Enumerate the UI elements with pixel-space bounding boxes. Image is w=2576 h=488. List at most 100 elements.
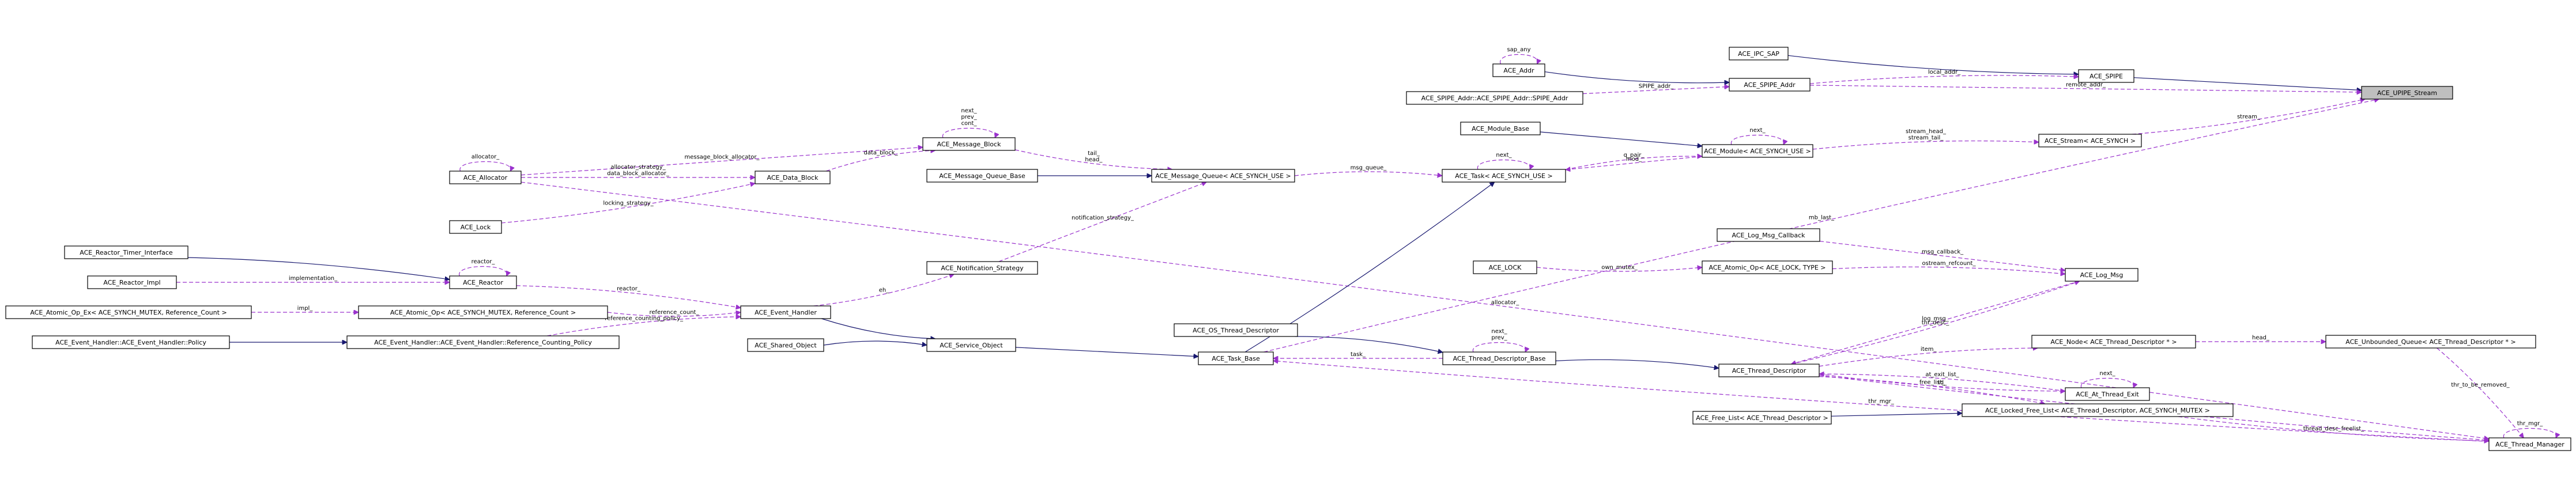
- node-box-allocator: [449, 171, 522, 184]
- node-upipe[interactable]: ACE_UPIPE_Stream: [2361, 86, 2453, 100]
- node-modulebase[interactable]: ACE_Module_Base: [1460, 122, 1541, 135]
- edge-task-to-task: [1477, 159, 1530, 170]
- edge-taskbase-to-upipe: [1264, 99, 2379, 353]
- edge-threaddesc-to-lockedfl: [1819, 376, 2045, 404]
- node-datablock[interactable]: ACE_Data_Block: [755, 171, 831, 184]
- edge-label-notif-to-msgqueue: notification_strategy_: [1072, 215, 1134, 221]
- node-addr[interactable]: ACE_Addr: [1492, 63, 1545, 77]
- edge-timerif-to-reactor: [187, 257, 450, 279]
- node-label-lock: ACE_Lock: [461, 224, 491, 231]
- node-label-lockedfl: ACE_Locked_Free_List< ACE_Thread_Descrip…: [1985, 407, 2210, 414]
- edge-layer: mb_last_local_addr_remote_addr_sap_anySP…: [176, 47, 2556, 441]
- edge-task-to-module: [1565, 156, 1702, 171]
- edge-label-module-to-module: next_: [1749, 127, 1766, 134]
- node-mqbase[interactable]: ACE_Message_Queue_Base: [926, 169, 1038, 183]
- node-label-spipe: ACE_SPIPE: [2090, 73, 2123, 80]
- edge-allocator-to-allocator: [459, 161, 511, 172]
- node-osthread[interactable]: ACE_OS_Thread_Descriptor: [1174, 323, 1298, 337]
- node-label-unbounded: ACE_Unbounded_Queue< ACE_Thread_Descript…: [2345, 338, 2516, 346]
- node-box-unbounded: [2325, 335, 2536, 349]
- node-reactorimpl[interactable]: ACE_Reactor_Impl: [87, 275, 177, 289]
- node-box-spipeaddrfn: [1406, 91, 1583, 105]
- node-atomicop[interactable]: ACE_Atomic_Op< ACE_SYNCH_MUTEX, Referenc…: [358, 305, 608, 319]
- edge-datablock-to-msgblock: [825, 150, 936, 172]
- node-label-atomicex: ACE_Atomic_Op_Ex< ACE_SYNCH_MUTEX, Refer…: [30, 309, 227, 316]
- node-box-module: [1702, 144, 1813, 158]
- node-evhandler[interactable]: ACE_Event_Handler: [740, 305, 831, 319]
- edge-serviceobj-to-taskbase: [1015, 347, 1198, 357]
- node-atexit[interactable]: ACE_At_Thread_Exit: [2065, 387, 2150, 401]
- node-timerif[interactable]: ACE_Reactor_Timer_Interface: [64, 245, 188, 259]
- node-label-acelock: ACE_LOCK: [1489, 264, 1522, 271]
- edge-modulebase-to-module: [1540, 131, 1702, 146]
- node-module[interactable]: ACE_Module< ACE_SYNCH_USE >: [1702, 144, 1813, 158]
- node-refpolicy[interactable]: ACE_Event_Handler::ACE_Event_Handler::Re…: [346, 335, 620, 349]
- edge-label-datablock-to-msgblock: data_block_: [863, 150, 898, 156]
- node-notif[interactable]: ACE_Notification_Strategy: [926, 261, 1038, 275]
- node-reactor[interactable]: ACE_Reactor: [449, 275, 517, 289]
- node-acelock[interactable]: ACE_LOCK: [1473, 260, 1537, 274]
- edge-lock-to-datablock: [501, 183, 755, 224]
- edge-label-spipeaddrfn-to-spipeaddr: SPIPE_addr_: [1639, 83, 1674, 89]
- node-label-ipcsap: ACE_IPC_SAP: [1738, 50, 1779, 58]
- node-logmsg[interactable]: ACE_Log_Msg: [2065, 268, 2139, 282]
- node-allocator[interactable]: ACE_Allocator: [449, 171, 522, 184]
- edge-threaddesc-to-logmsg: [1791, 281, 2080, 365]
- edge-label-spipeaddr-to-upipe: remote_addr_: [2066, 82, 2106, 88]
- node-task[interactable]: ACE_Task< ACE_SYNCH_USE >: [1442, 169, 1566, 183]
- node-serviceobj[interactable]: ACE_Service_Object: [926, 338, 1016, 352]
- node-box-timerif: [64, 245, 188, 259]
- node-atomicex[interactable]: ACE_Atomic_Op_Ex< ACE_SYNCH_MUTEX, Refer…: [5, 305, 252, 319]
- edge-sharedobj-to-serviceobj: [823, 341, 927, 345]
- edge-label-allocator-to-threadmgr: allocator_: [1491, 300, 1520, 306]
- edge-label-tdbase-to-tdbase: next_prev_: [1491, 328, 1507, 341]
- node-logcb[interactable]: ACE_Log_Msg_Callback: [1717, 228, 1820, 242]
- edge-atomiclock-to-logmsg: [1832, 266, 2065, 274]
- node-freelist[interactable]: ACE_Free_List< ACE_Thread_Descriptor >: [1692, 411, 1832, 425]
- node-box-datablock: [755, 171, 831, 184]
- edge-label-stream-to-upipe: stream_: [2237, 114, 2261, 120]
- node-label-task: ACE_Task< ACE_SYNCH_USE >: [1455, 172, 1552, 180]
- node-threaddesc[interactable]: ACE_Thread_Descriptor: [1718, 364, 1820, 377]
- node-label-atexit: ACE_At_Thread_Exit: [2076, 391, 2139, 398]
- node-threadmgr[interactable]: ACE_Thread_Manager: [2488, 437, 2571, 451]
- node-msgblock[interactable]: ACE_Message_Block: [922, 137, 1016, 151]
- edge-label-atomicop-to-evhandler: reference_count_: [650, 309, 700, 316]
- edge-reactor-to-reactor: [459, 266, 507, 277]
- node-spipeaddr[interactable]: ACE_SPIPE_Addr: [1729, 78, 1811, 92]
- node-lock[interactable]: ACE_Lock: [449, 220, 502, 234]
- edge-msgblock-to-msgqueue: [1014, 149, 1172, 169]
- node-tdbase[interactable]: ACE_Thread_Descriptor_Base: [1442, 351, 1556, 365]
- node-layer: ACE_UPIPE_Stream ACE_SPIPE ACE_IPC_SAP ACE_…: [5, 47, 2571, 451]
- edge-label-addr-to-addr: sap_any: [1507, 47, 1530, 53]
- node-msgqueue[interactable]: ACE_Message_Queue< ACE_SYNCH_USE >: [1151, 169, 1295, 183]
- node-ipcsap[interactable]: ACE_IPC_SAP: [1729, 47, 1789, 60]
- edge-tdbase-to-threaddesc: [1555, 359, 1719, 368]
- node-stream[interactable]: ACE_Stream< ACE_SYNCH >: [2038, 134, 2142, 147]
- node-spipe[interactable]: ACE_SPIPE: [2078, 69, 2134, 83]
- node-atomiclock[interactable]: ACE_Atomic_Op< ACE_LOCK, TYPE >: [1702, 260, 1833, 274]
- node-unbounded[interactable]: ACE_Unbounded_Queue< ACE_Thread_Descript…: [2325, 335, 2536, 349]
- node-label-node: ACE_Node< ACE_Thread_Descriptor * >: [2050, 338, 2177, 346]
- node-label-stream: ACE_Stream< ACE_SYNCH >: [2045, 137, 2136, 145]
- node-box-msgqueue: [1151, 169, 1295, 183]
- node-label-atomicop: ACE_Atomic_Op< ACE_SYNCH_MUTEX, Referenc…: [390, 309, 576, 316]
- edge-label-threaddesc-to-lockedfl: free_list_: [1919, 379, 1945, 385]
- edge-label-allocator-to-datablock: allocator_strategy_data_block_allocator_: [607, 164, 670, 177]
- node-sharedobj[interactable]: ACE_Shared_Object: [747, 338, 824, 352]
- node-lockedfl[interactable]: ACE_Locked_Free_List< ACE_Thread_Descrip…: [1962, 403, 2234, 417]
- node-box-sharedobj: [747, 338, 824, 352]
- node-label-serviceobj: ACE_Service_Object: [940, 342, 1003, 349]
- node-node[interactable]: ACE_Node< ACE_Thread_Descriptor * >: [2031, 335, 2196, 349]
- node-policy[interactable]: ACE_Event_Handler::ACE_Event_Handler::Po…: [32, 335, 230, 349]
- node-spipeaddrfn[interactable]: ACE_SPIPE_Addr::ACE_SPIPE_Addr::SPIPE_Ad…: [1406, 91, 1583, 105]
- edge-logcb-to-logmsg: [1819, 241, 2065, 271]
- node-label-msgblock: ACE_Message_Block: [937, 141, 1002, 148]
- edge-label-threaddesc-to-node: item_: [1921, 346, 1937, 353]
- node-label-module: ACE_Module< ACE_SYNCH_USE >: [1704, 147, 1811, 155]
- node-label-spipeaddrfn: ACE_SPIPE_Addr::ACE_SPIPE_Addr::SPIPE_Ad…: [1421, 94, 1568, 102]
- edge-label-logcb-to-logmsg: msg_callback_: [1922, 249, 1964, 255]
- node-taskbase[interactable]: ACE_Task_Base: [1198, 351, 1274, 365]
- node-label-sharedobj: ACE_Shared_Object: [755, 342, 817, 349]
